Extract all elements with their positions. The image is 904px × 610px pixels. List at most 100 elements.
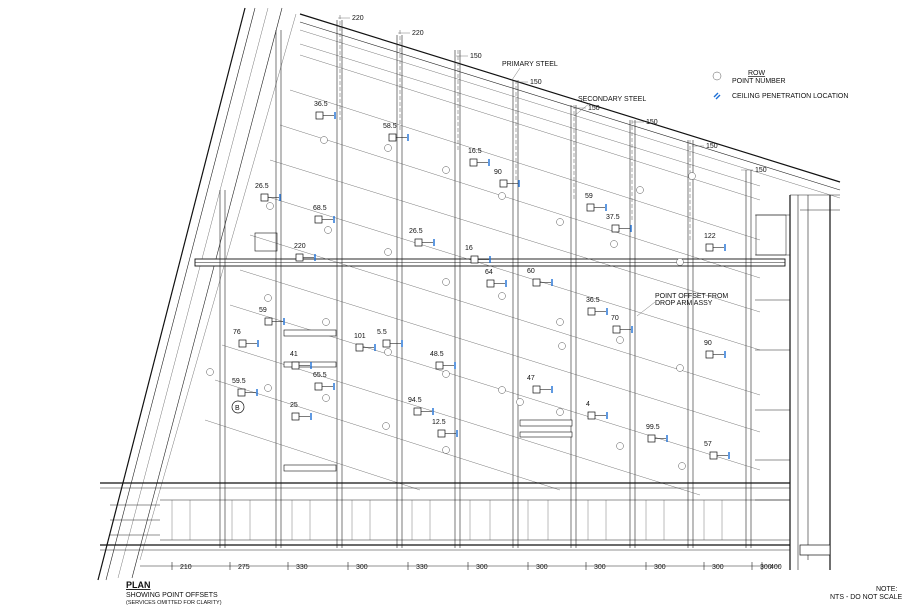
point-box <box>291 412 300 421</box>
plan-subtitle: SHOWING POINT OFFSETS <box>126 592 218 599</box>
circle-b-letter: B <box>235 405 240 412</box>
point-number-circle <box>556 218 564 226</box>
legend: ROW POINT NUMBER CEILING PENETRATION LOC… <box>712 70 848 100</box>
point-offset-label-1: POINT OFFSET FROM <box>655 293 728 300</box>
bottom-dimension-label: 300 <box>594 564 606 571</box>
bottom-dimension-label: 300 <box>356 564 368 571</box>
point-offset-label-2: DROP ARM ASSY <box>655 300 713 307</box>
offset-label: 59 <box>585 193 593 200</box>
offset-label: 47 <box>527 375 535 382</box>
point-number-circle <box>556 408 564 416</box>
point-box <box>382 339 391 348</box>
point-box <box>315 111 324 120</box>
top-dimension-label: 150 <box>646 119 658 126</box>
point-box <box>291 361 300 370</box>
point-number-circle <box>676 258 684 266</box>
bottom-dimension-label: 300 <box>760 564 772 571</box>
point-number-circle <box>498 292 506 300</box>
point-number-circle <box>616 442 624 450</box>
top-dimension-label: 150 <box>470 53 482 60</box>
point-number-circle <box>442 446 450 454</box>
point-number-circle <box>558 342 566 350</box>
point-box <box>238 339 247 348</box>
point-box <box>532 278 541 287</box>
point-box <box>414 238 423 247</box>
dashed-guides <box>339 15 691 240</box>
offset-label: 70 <box>611 315 619 322</box>
bottom-dimension-label: 330 <box>296 564 308 571</box>
point-number-circle <box>206 368 214 376</box>
plan-title: PLAN <box>126 580 151 590</box>
offset-label: 26.5 <box>409 228 423 235</box>
point-number-circle <box>442 370 450 378</box>
offset-label: 90 <box>494 169 502 176</box>
inner-cross-members <box>254 214 787 472</box>
offset-label: 12.5 <box>432 419 446 426</box>
bottom-dimension-label: 300 <box>712 564 724 571</box>
offset-label: 76 <box>233 329 241 336</box>
offset-label: 37.5 <box>606 214 620 221</box>
offset-label: 60 <box>527 268 535 275</box>
point-number-circle <box>266 202 274 210</box>
point-box <box>705 350 714 359</box>
point-box <box>388 133 397 142</box>
legend-ceiling-label: CEILING PENETRATION LOCATION <box>732 93 848 100</box>
secondary-steel-label: SECONDARY STEEL <box>578 96 646 103</box>
offset-label: 220 <box>294 243 306 250</box>
point-box <box>470 255 479 264</box>
offset-label: 16 <box>465 245 473 252</box>
vertical-columns <box>219 20 752 548</box>
offset-label: 58.5 <box>383 123 397 130</box>
point-box <box>709 451 718 460</box>
point-box <box>532 385 541 394</box>
top-edge-lines <box>299 13 841 199</box>
callouts: PRIMARY STEEL SECONDARY STEEL POINT OFFS… <box>502 61 728 317</box>
circle-b-marker: B <box>231 400 245 414</box>
point-number-circle <box>516 398 524 406</box>
offset-label: 59 <box>259 307 267 314</box>
point-number-circle <box>322 394 330 402</box>
legend-circle-icon <box>712 71 722 81</box>
point-box <box>314 215 323 224</box>
offset-label: 64 <box>485 269 493 276</box>
point-box <box>587 307 596 316</box>
point-number-markers <box>206 136 696 470</box>
bottom-dimension-label: 300 <box>476 564 488 571</box>
bottom-dimension-label: 300 <box>654 564 666 571</box>
point-box <box>647 434 656 443</box>
point-number-circle <box>264 384 272 392</box>
top-dimension-label: 150 <box>755 167 767 174</box>
point-box <box>237 388 246 397</box>
offset-label: 101 <box>354 333 366 340</box>
bottom-dimension-label: 210 <box>180 564 192 571</box>
point-box <box>264 317 273 326</box>
point-box <box>413 407 422 416</box>
point-number-circle <box>442 166 450 174</box>
point-number-circle <box>382 422 390 430</box>
offset-label: 59.5 <box>232 378 246 385</box>
diagonal-rows <box>204 54 761 496</box>
top-dimension-label: 220 <box>352 15 364 22</box>
bottom-band <box>100 482 790 551</box>
point-number-circle <box>636 186 644 194</box>
offset-label: 57 <box>704 441 712 448</box>
top-dimension-label: 150 <box>530 79 542 86</box>
offset-label: 4 <box>586 401 590 408</box>
point-box <box>469 158 478 167</box>
offset-label: 94.5 <box>408 397 422 404</box>
offset-label: 5.5 <box>377 329 387 336</box>
point-number-circle <box>320 136 328 144</box>
bottom-dimension-label: 330 <box>416 564 428 571</box>
point-box <box>611 224 620 233</box>
bottom-dimension-label: 300 <box>536 564 548 571</box>
top-dimension-label: 150 <box>588 105 600 112</box>
offset-label: 36.5 <box>314 101 328 108</box>
point-number-circle <box>676 364 684 372</box>
point-number-circle <box>610 240 618 248</box>
note-text: NTS - DO NOT SCALE <box>830 594 903 601</box>
point-markers <box>237 111 730 460</box>
offset-label: 36.5 <box>586 297 600 304</box>
